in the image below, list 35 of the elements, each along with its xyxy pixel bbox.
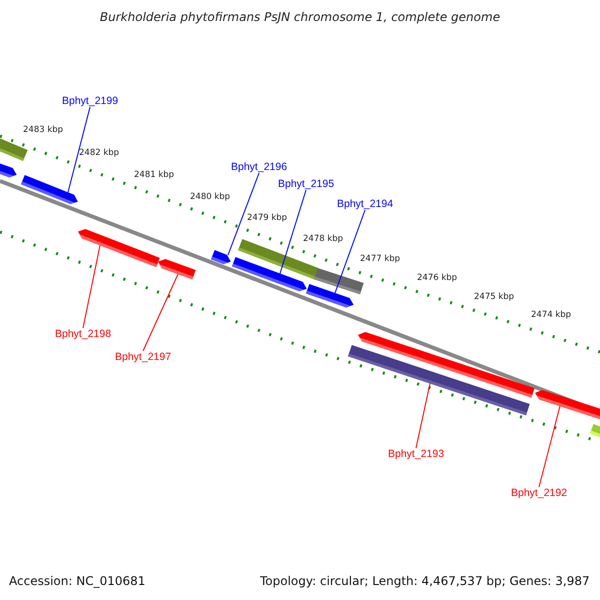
gene-label: Bphyt_2193	[388, 448, 444, 460]
chart-title: Burkholderia phytofirmans PsJN chromosome 1, complete genome	[98, 10, 502, 24]
gene-label: Bphyt_2192	[511, 487, 568, 499]
gene-block	[78, 229, 160, 268]
leader-line	[416, 383, 430, 448]
scale-label: 2475 kbp	[474, 292, 514, 302]
scale-label: 2478 kbp	[303, 234, 344, 244]
gene-label: Bphyt_2194	[337, 198, 394, 210]
gene-block	[158, 259, 196, 280]
gene-label: Bphyt_2195	[278, 178, 334, 190]
footer-text: Accession: NC_010681	[9, 574, 146, 588]
scale-label: 2483 kbp	[23, 125, 64, 135]
gene-label: Bphyt_2198	[55, 328, 112, 340]
gene-label: Bphyt_2196	[231, 161, 288, 173]
gene-block	[314, 268, 364, 294]
footer-text: Topology: circular; Length: 4,467,537 bp; Genes: 3,987	[260, 574, 590, 588]
gene-label: Bphyt_2199	[62, 95, 118, 107]
gene-label: Bphyt_2197	[115, 351, 172, 363]
gene-block	[535, 390, 600, 420]
leader-line	[82, 244, 100, 328]
leader-line	[142, 274, 178, 352]
gene-block	[21, 175, 78, 204]
scale-label: 2474 kbp	[531, 310, 572, 320]
scale-label: 2479 kbp	[247, 213, 288, 223]
scale-label: 2482 kbp	[79, 148, 120, 158]
leader-line	[538, 405, 560, 488]
scale-label: 2476 kbp	[417, 273, 458, 283]
leader-line	[228, 172, 260, 256]
scale-label: 2481 kbp	[134, 170, 174, 180]
leader-line	[280, 190, 307, 274]
leader-line	[68, 106, 91, 193]
leader-line	[334, 210, 366, 294]
scale-label: 2480 kbp	[190, 192, 230, 202]
scale-label: 2477 kbp	[360, 254, 400, 264]
gene-block	[358, 332, 535, 398]
